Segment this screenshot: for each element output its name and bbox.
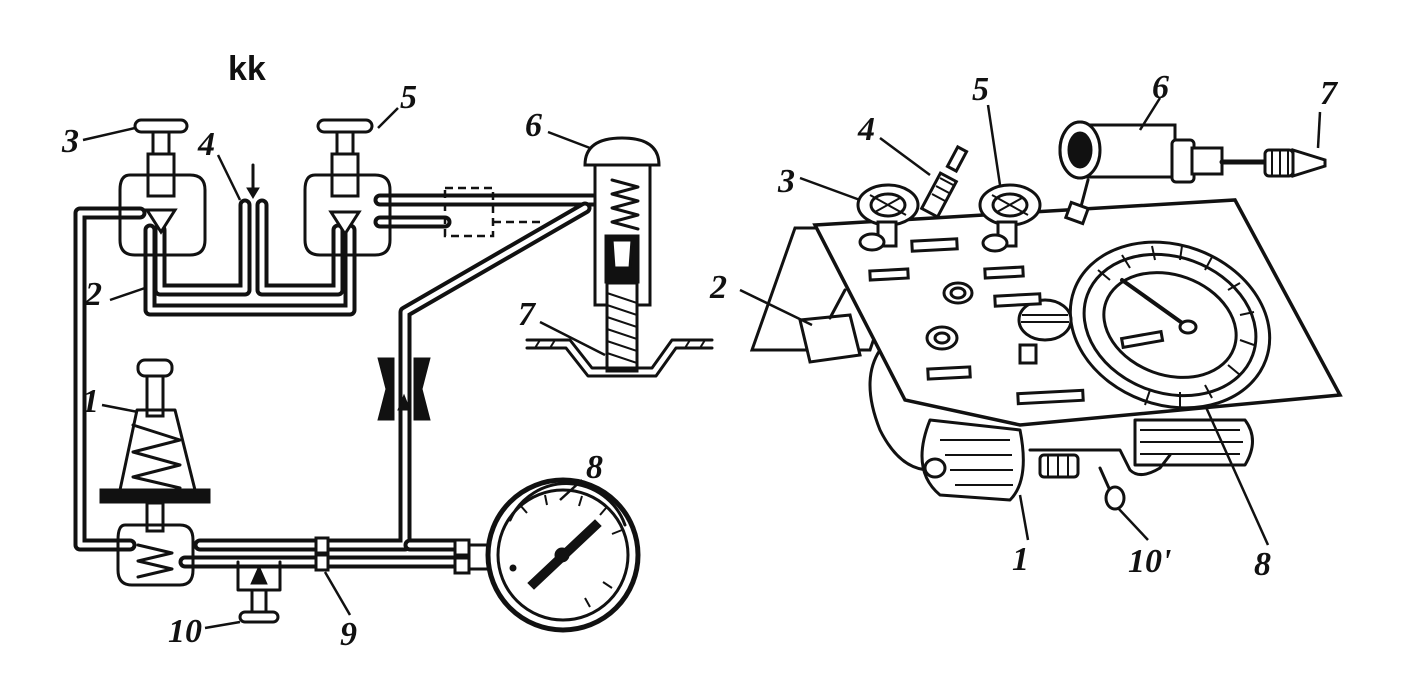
gauge-8: [453, 477, 641, 633]
gauge-8-pointer: [1120, 278, 1187, 327]
inlet-4: [246, 163, 260, 199]
schematic-left: 3 4 5 6 7 2 1 8 9 10: [61, 79, 714, 653]
label-1-right: 1: [1012, 541, 1029, 578]
regulator-1-spring: [131, 423, 182, 490]
part-3-valve: [856, 183, 920, 252]
diagram-title: kk: [228, 50, 266, 88]
valve-10: [236, 560, 282, 624]
label-7-left: 7: [518, 296, 537, 333]
label-8-right: 8: [1254, 546, 1271, 583]
valve-10-handle: [238, 610, 280, 624]
device-right: 3 4 5 6 7 2 1 10' 8: [709, 69, 1343, 583]
label-4-left: 4: [197, 126, 215, 163]
sensor-6-cap: [583, 136, 661, 167]
nameplates: [868, 237, 1085, 406]
label-7-right: 7: [1320, 75, 1339, 112]
sensor-6: [583, 136, 661, 373]
valve-5-handle: [316, 118, 374, 134]
label-4-right: 4: [857, 111, 875, 148]
regulator-1: [99, 358, 211, 587]
undercarriage-cable: [868, 348, 932, 472]
label-5-left: 5: [400, 79, 417, 116]
part-7-probe: [1219, 147, 1327, 179]
label-8-left: 8: [586, 449, 603, 486]
regulator-1-bell: [118, 408, 197, 492]
part-1-housing: [920, 418, 1025, 502]
part-2-block: [798, 313, 862, 364]
valve-3-handle: [133, 118, 189, 134]
valve-3-cone: [144, 208, 178, 235]
mounting-surface: [525, 338, 714, 370]
gauge-8-dial: [1068, 240, 1272, 410]
pipe-inner-right: [255, 198, 345, 297]
label-9-left: 9: [340, 616, 357, 653]
part-10-screw: [1104, 485, 1126, 511]
gauge-8-base: [1133, 418, 1254, 467]
control-knobs: [925, 281, 1073, 365]
part-6-sensor: [1058, 120, 1224, 226]
valve-5: [303, 118, 392, 257]
regulator-1-knob: [136, 358, 174, 378]
label-1-left: 1: [82, 383, 99, 420]
label-2-left: 2: [84, 276, 102, 313]
label-5-right: 5: [972, 71, 989, 108]
label-10-right: 10': [1128, 543, 1171, 580]
valve-3: [118, 118, 207, 257]
part-5-valve: [978, 183, 1042, 253]
label-6-left: 6: [525, 107, 542, 144]
label-3-left: 3: [61, 123, 79, 160]
coupling-dashed: [443, 186, 540, 238]
valve-5-cone: [328, 210, 362, 237]
fitting-9: [314, 536, 330, 572]
large-knob: [1017, 298, 1073, 342]
label-3-right: 3: [777, 163, 795, 200]
inlet-arrow: [246, 187, 260, 199]
sensor-6-spring: [610, 178, 640, 231]
label-10-left: 10: [168, 613, 202, 650]
part-4-nozzle: [919, 144, 969, 219]
label-6-right: 6: [1152, 69, 1169, 106]
gauge-8-face: [496, 488, 630, 622]
throttle-restrictor: [377, 357, 431, 421]
label-2-right: 2: [709, 269, 727, 306]
